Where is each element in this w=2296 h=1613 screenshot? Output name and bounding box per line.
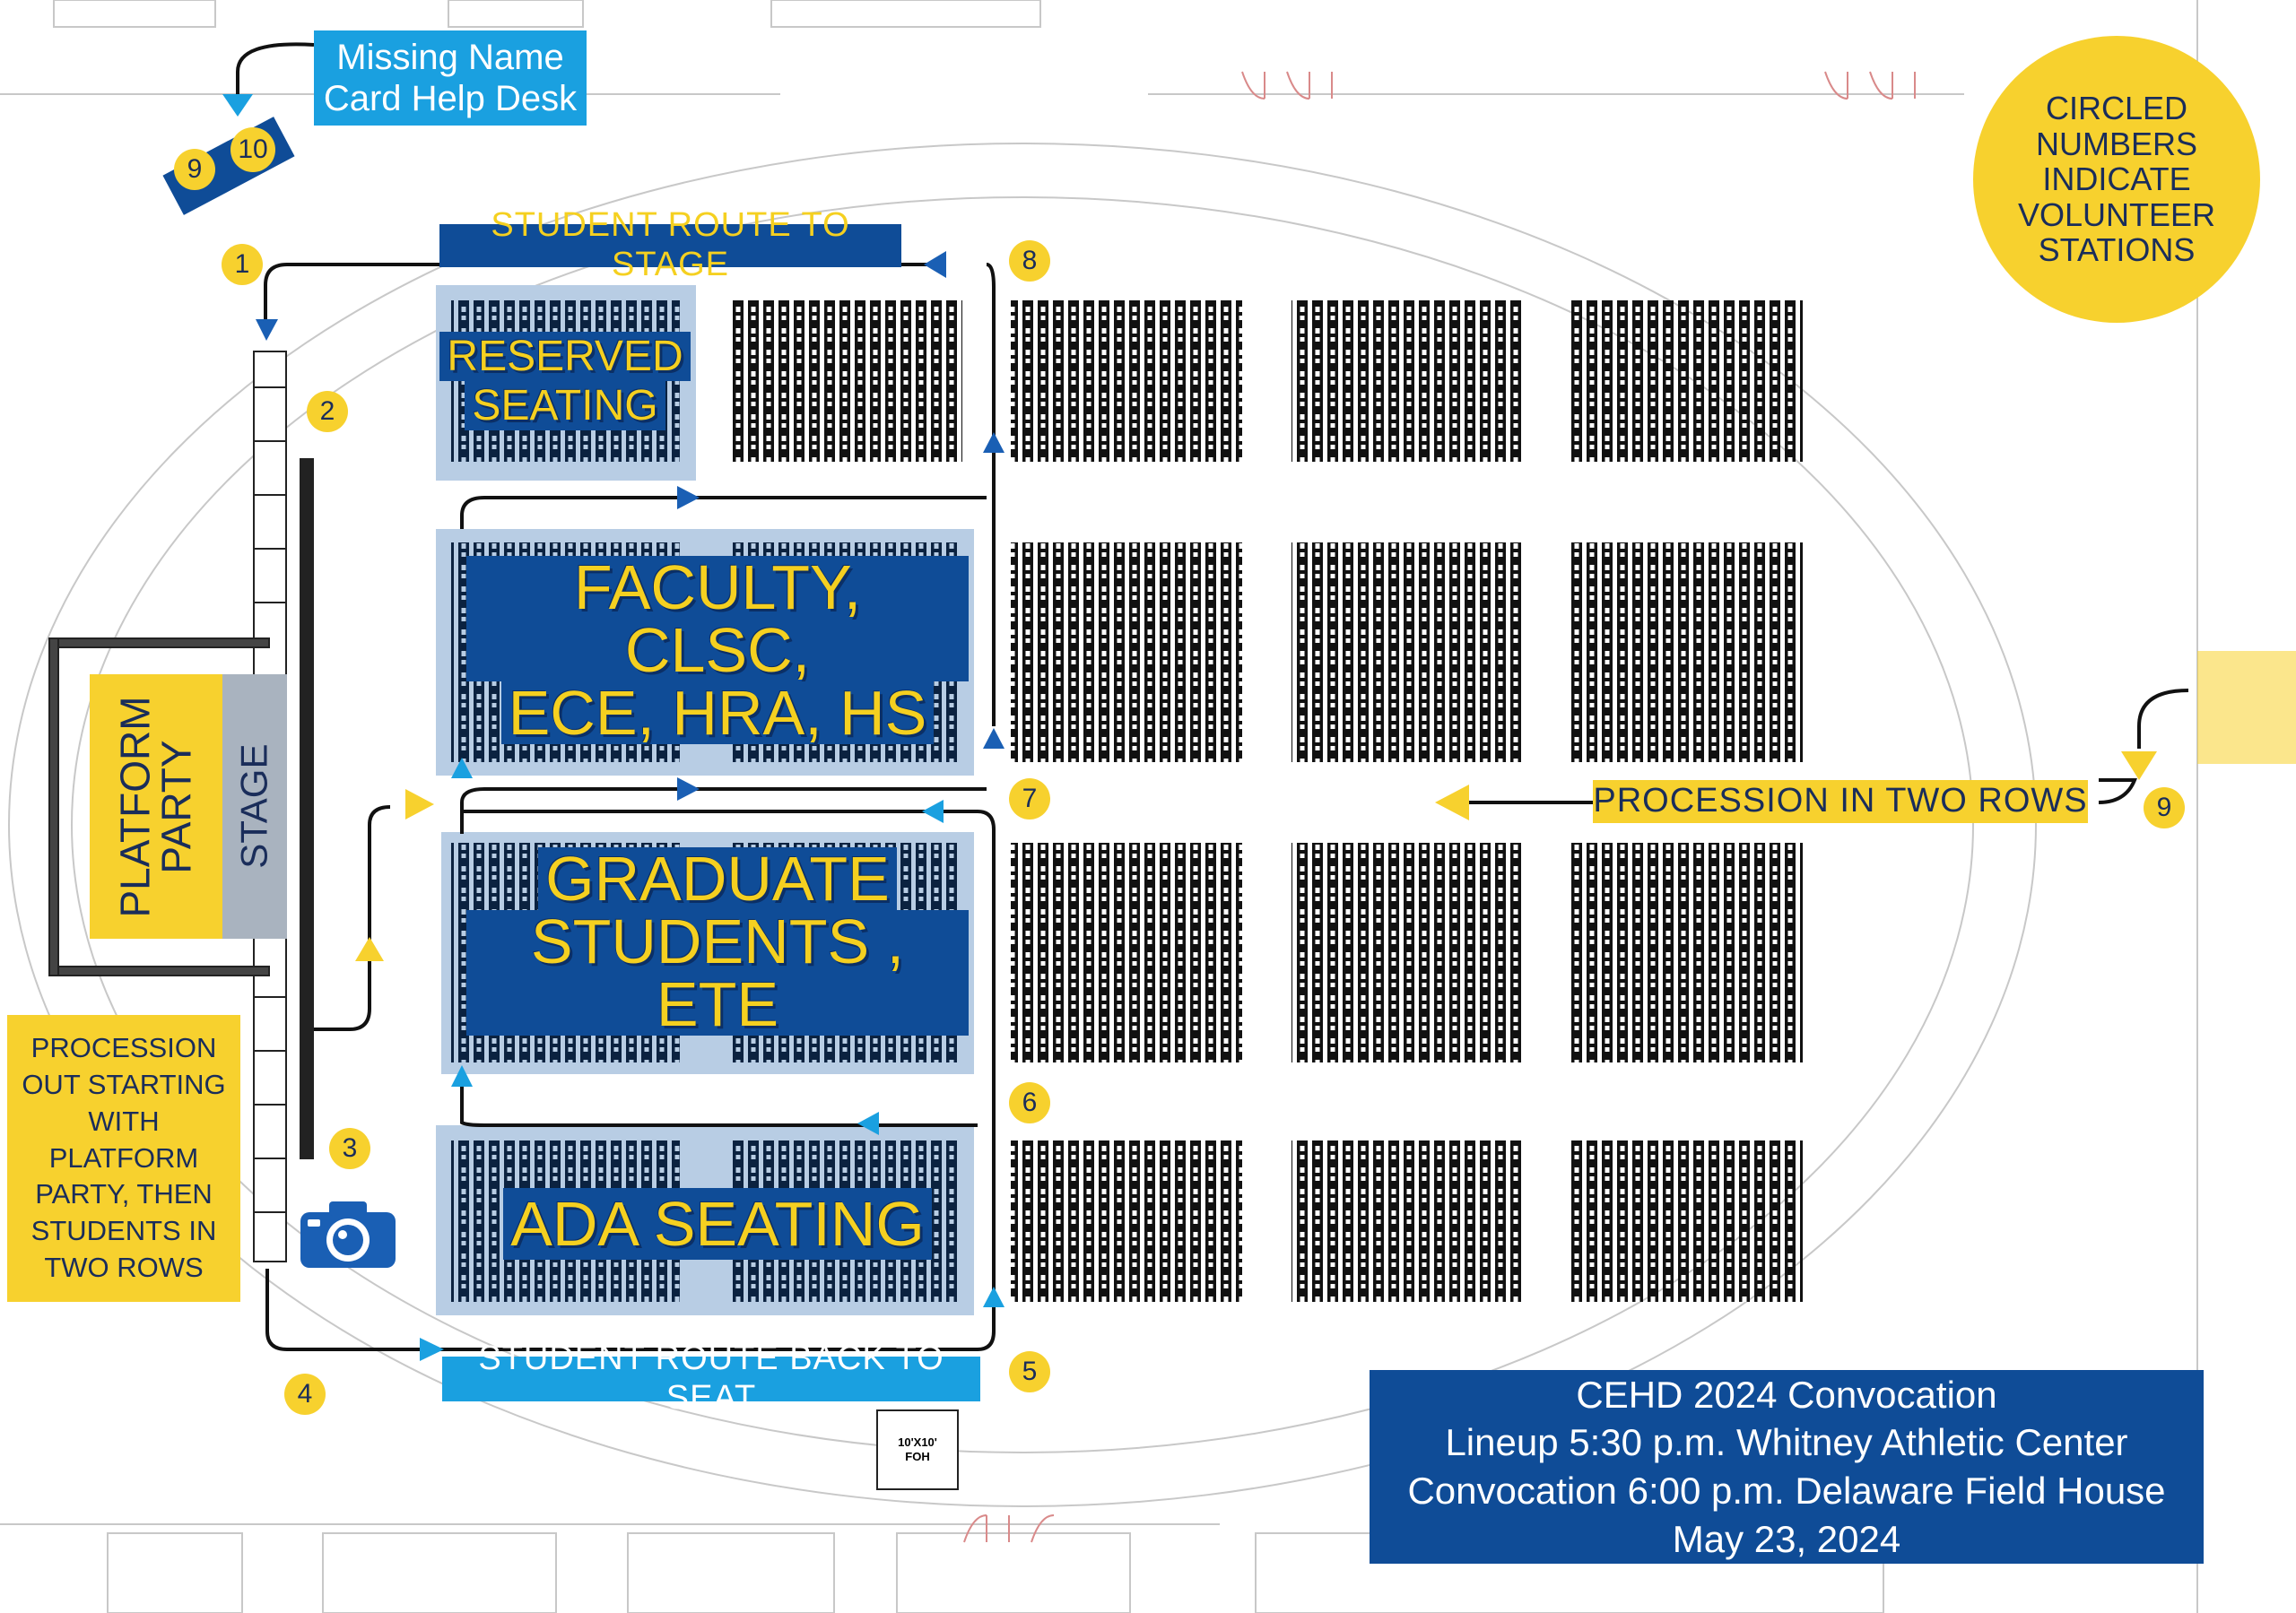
event-date: May 23, 2024 — [1672, 1517, 1901, 1560]
station-marker: 10 — [230, 127, 275, 172]
route-lines — [264, 263, 2189, 1351]
route-back-to-seat-label: STUDENT ROUTE BACK TO SEAT — [442, 1340, 980, 1417]
general-seat-blocks — [731, 300, 1803, 1302]
arrow-icon — [2121, 751, 2157, 780]
arrow-icon — [983, 432, 1004, 453]
camera-icon — [299, 1200, 397, 1274]
arrow-icon — [355, 937, 384, 961]
arrow-icon — [983, 728, 1004, 749]
arrow-icon — [256, 319, 278, 341]
station-marker: 9 — [174, 149, 215, 190]
station-marker: 5 — [1009, 1351, 1050, 1392]
station-marker: 6 — [1009, 1082, 1050, 1123]
station-marker: 3 — [329, 1128, 370, 1169]
foh-booth: 10'X10' FOH — [876, 1409, 959, 1490]
arrow-icon — [983, 1287, 1004, 1307]
event-lineup: Lineup 5:30 p.m. Whitney Athletic Center — [1445, 1421, 2128, 1464]
arrow-icon — [924, 251, 946, 278]
station-marker: 4 — [284, 1374, 326, 1415]
arrow-icon — [405, 789, 434, 820]
help-desk-label: Missing Name Card Help Desk — [314, 30, 587, 126]
arrow-icon — [222, 94, 253, 117]
platform-party-area: PLATFORM PARTY — [90, 674, 222, 939]
procession-out-note: PROCESSION OUT STARTING WITH PLATFORM PA… — [7, 1015, 240, 1302]
arrow-icon — [857, 1112, 879, 1135]
arrow-icon — [677, 486, 700, 509]
station-marker: 9 — [2144, 787, 2185, 828]
reserved-seating-label: RESERVED SEATING — [439, 331, 691, 431]
faculty-section-label: FACULTY, CLSC, ECE, HRA, HS — [466, 556, 969, 744]
event-info-box: CEHD 2024 Convocation Lineup 5:30 p.m. W… — [1370, 1370, 2204, 1564]
event-title: CEHD 2024 Convocation — [1576, 1373, 1997, 1416]
side-door-highlight — [2197, 651, 2296, 764]
building-outline — [0, 0, 2198, 1613]
arrow-icon — [677, 777, 700, 801]
station-marker: 7 — [1009, 778, 1050, 820]
stations-legend: CIRCLED NUMBERS INDICATE VOLUNTEER STATI… — [1973, 36, 2260, 323]
procession-two-rows-label: PROCESSION IN TWO ROWS — [1593, 780, 2088, 823]
station-marker: 8 — [1009, 240, 1050, 282]
arrow-icon — [420, 1338, 444, 1361]
stage-area: STAGE — [222, 674, 287, 939]
ada-seating-label: ADA SEATING — [502, 1184, 933, 1264]
route-arrows — [222, 42, 2157, 1361]
graduate-section-label: GRADUATE STUDENTS , ETE — [466, 847, 969, 1036]
event-convocation: Convocation 6:00 p.m. Delaware Field Hou… — [1407, 1470, 2166, 1512]
arrow-icon — [1435, 785, 1469, 820]
arrow-icon — [451, 1065, 473, 1087]
station-marker: 2 — [307, 391, 348, 432]
route-to-stage-label: STUDENT ROUTE TO STAGE — [439, 206, 901, 283]
arrow-icon — [451, 758, 473, 778]
arrow-icon — [922, 800, 944, 823]
door-swings — [963, 71, 1916, 1543]
station-marker: 1 — [222, 244, 263, 285]
